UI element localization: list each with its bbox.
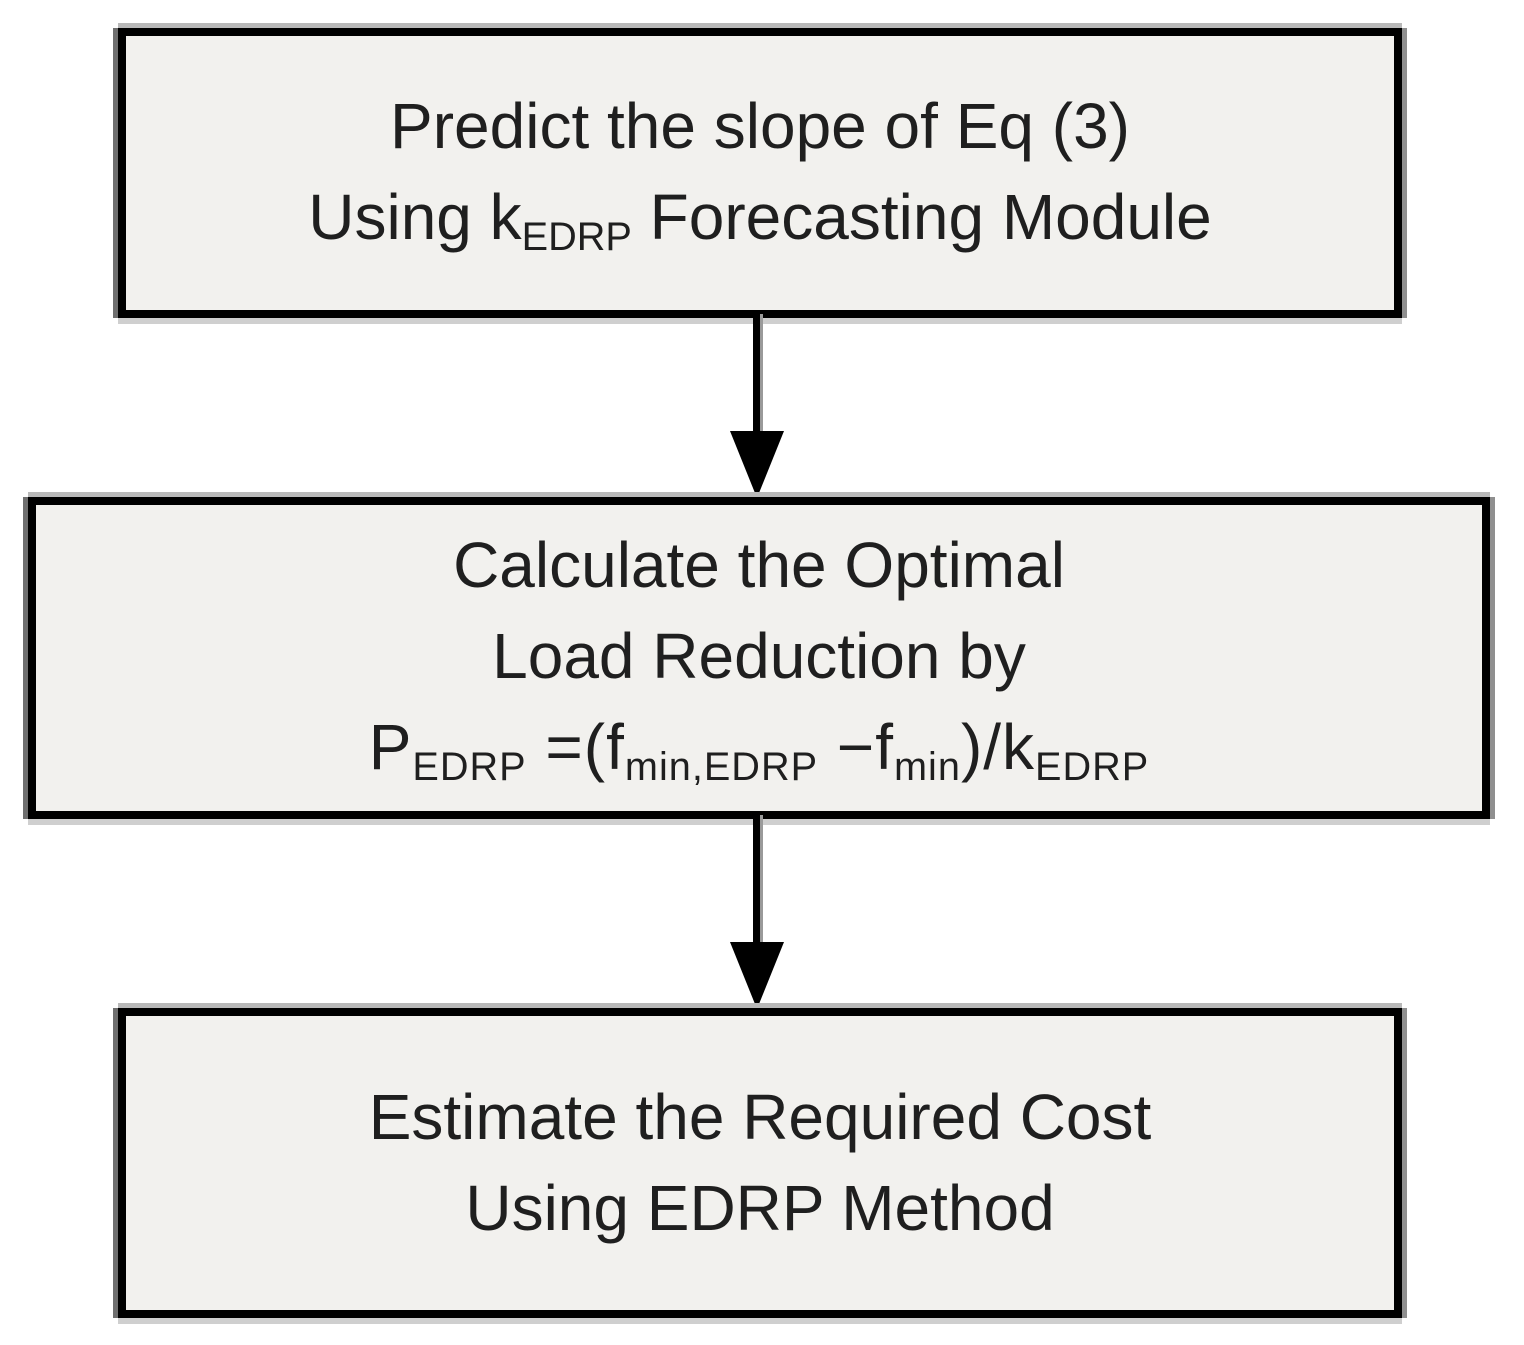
subscript-text: min,EDRP bbox=[624, 745, 819, 790]
step-text: Load Reduction by bbox=[492, 620, 1026, 693]
step-text-line: Calculate the Optimal bbox=[453, 520, 1065, 611]
flow-step-predict-slope-box: Predict the slope of Eq (3) Using kEDRP … bbox=[118, 28, 1402, 318]
formula-text: =(f bbox=[526, 711, 625, 784]
subscript-text: min bbox=[894, 745, 961, 790]
flow-step-calculate-load-reduction-box: Calculate the Optimal Load Reduction by … bbox=[28, 497, 1490, 819]
subscript-text: EDRP bbox=[521, 214, 632, 259]
flow-arrow-1-shaft bbox=[753, 314, 760, 439]
flow-step-estimate-cost-box: Estimate the Required Cost Using EDRP Me… bbox=[118, 1008, 1402, 1318]
step-text-line: Predict the slope of Eq (3) bbox=[390, 81, 1130, 172]
subscript-text: EDRP bbox=[412, 745, 527, 790]
step-text-line: Using kEDRP Forecasting Module bbox=[308, 172, 1211, 265]
step-text-line: Using EDRP Method bbox=[465, 1163, 1054, 1254]
flow-arrow-2-shaft bbox=[753, 815, 760, 950]
step-text: Calculate the Optimal bbox=[453, 529, 1065, 602]
formula-text: P bbox=[368, 711, 413, 784]
step-text: Using k bbox=[308, 180, 522, 253]
step-text: Forecasting Module bbox=[631, 180, 1212, 253]
step-text: Using EDRP Method bbox=[465, 1172, 1055, 1244]
step-text: Predict the slope of Eq (3) bbox=[390, 89, 1130, 162]
step-text: Estimate the Required Cost bbox=[368, 1081, 1152, 1154]
formula-text: −f bbox=[818, 711, 894, 784]
formula-line: PEDRP =(fmin,EDRP −fmin)/kEDRP bbox=[369, 702, 1150, 795]
step-text-line: Load Reduction by bbox=[492, 611, 1026, 702]
arrowhead-down-icon bbox=[730, 942, 784, 1009]
arrowhead-down-icon bbox=[730, 431, 784, 498]
subscript-text: EDRP bbox=[1035, 745, 1150, 790]
formula-text: )/k bbox=[960, 711, 1036, 784]
step-text-line: Estimate the Required Cost bbox=[369, 1072, 1152, 1163]
